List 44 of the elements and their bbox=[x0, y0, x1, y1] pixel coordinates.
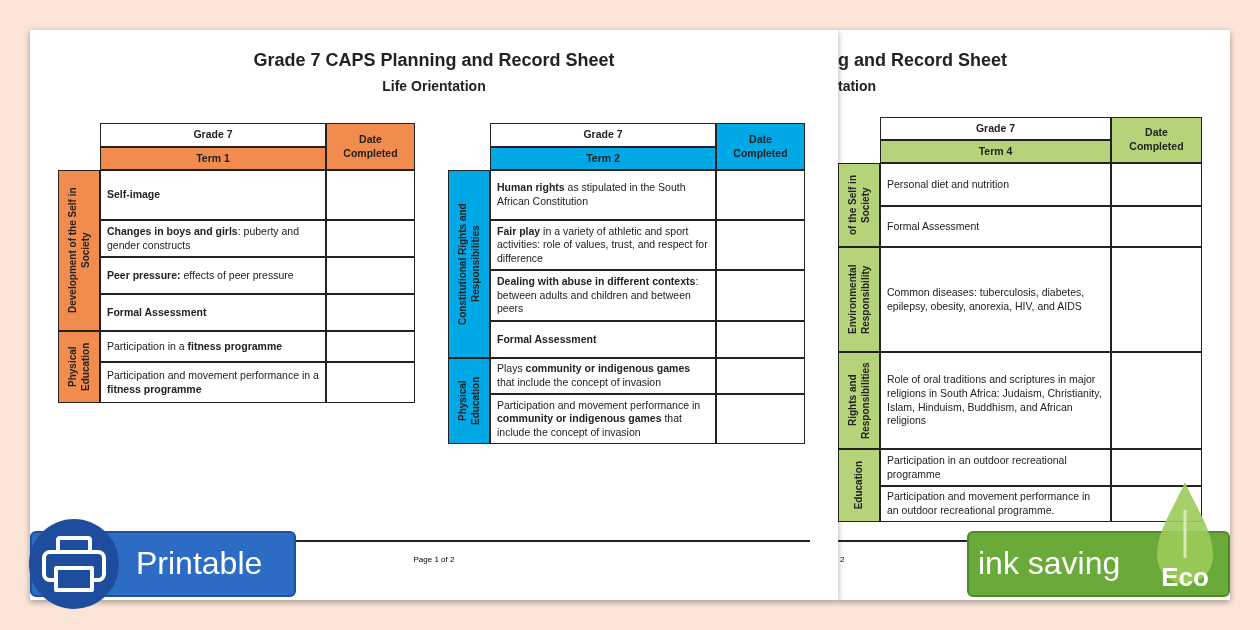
header-cell: Term 2 bbox=[490, 147, 716, 170]
badge-label: Printable bbox=[136, 545, 264, 581]
topic-cell: Participation in a fitness programme bbox=[100, 331, 326, 362]
sheet-title: g and Record Sheet bbox=[838, 50, 1009, 72]
section-cell: Environmental Responsibility bbox=[838, 247, 880, 352]
badge-label: Eco bbox=[1160, 562, 1210, 592]
section-cell: Education bbox=[838, 449, 880, 522]
topic-cell: Participation in an outdoor recreational programme bbox=[880, 449, 1111, 486]
sheet-subtitle: Life Orientation bbox=[381, 78, 487, 96]
topic-cell: Human rights as stipulated in the South African Constitution bbox=[490, 170, 716, 220]
topic-cell: Peer pressure: effects of peer pressure bbox=[100, 257, 326, 294]
badge-label: ink saving bbox=[978, 545, 1122, 581]
topic-cell: Self-image bbox=[100, 170, 326, 220]
sheet-title: Grade 7 CAPS Planning and Record Sheet bbox=[252, 50, 616, 72]
topic-cell: Formal Assessment bbox=[490, 321, 716, 358]
section-cell: Development of the Self in Society bbox=[58, 170, 100, 331]
page-number: 2 bbox=[840, 555, 846, 566]
page-number: Page 1 of 2 bbox=[412, 555, 456, 566]
topic-cell: Participation and movement performance in community or indigenous games that include the concept of invasion bbox=[490, 394, 716, 444]
sheet-subtitle: tation bbox=[838, 78, 878, 96]
section-cell: Constitutional Rights and Responsibilities bbox=[448, 170, 490, 358]
topic-cell: Common diseases: tuberculosis, diabetes, epilepsy, obesity, anorexia, HIV, and AIDS bbox=[880, 247, 1111, 352]
section-cell: Rights and Responsibilities bbox=[838, 352, 880, 449]
topic-cell: Fair play in a variety of athletic and sport activities: role of values, trust, and respect for difference bbox=[490, 220, 716, 270]
header-cell: Grade 7 bbox=[490, 123, 716, 147]
header-cell: Date Completed bbox=[326, 123, 415, 170]
header-cell: Grade 7 bbox=[100, 123, 326, 147]
topic-cell: Role of oral traditions and scriptures in major religions in South Africa: Judaism, Christianity, Islam, Hinduism, Buddhism, and African religions bbox=[880, 352, 1111, 449]
section-cell: of the Self in Society bbox=[838, 163, 880, 247]
topic-cell: Formal Assessment bbox=[100, 294, 326, 331]
topic-cell: Dealing with abuse in different contexts: between adults and children and between peers bbox=[490, 270, 716, 321]
topic-cell: Changes in boys and girls: puberty and gender constructs bbox=[100, 220, 326, 257]
header-cell: Term 4 bbox=[880, 140, 1111, 163]
section-cell: Physical Education bbox=[448, 358, 490, 444]
header-cell: Date Completed bbox=[1111, 117, 1202, 163]
header-cell: Term 1 bbox=[100, 147, 326, 170]
header-cell: Grade 7 bbox=[880, 117, 1111, 140]
section-cell: Physical Education bbox=[58, 331, 100, 403]
topic-cell: Plays community or indigenous games that include the concept of invasion bbox=[490, 358, 716, 394]
topic-cell: Participation and movement performance in an outdoor recreational programme. bbox=[880, 486, 1111, 522]
topic-cell: Formal Assessment bbox=[880, 206, 1111, 247]
header-cell: Date Completed bbox=[716, 123, 805, 170]
topic-cell: Personal diet and nutrition bbox=[880, 163, 1111, 206]
topic-cell: Participation and movement performance in a fitness programme bbox=[100, 362, 326, 403]
